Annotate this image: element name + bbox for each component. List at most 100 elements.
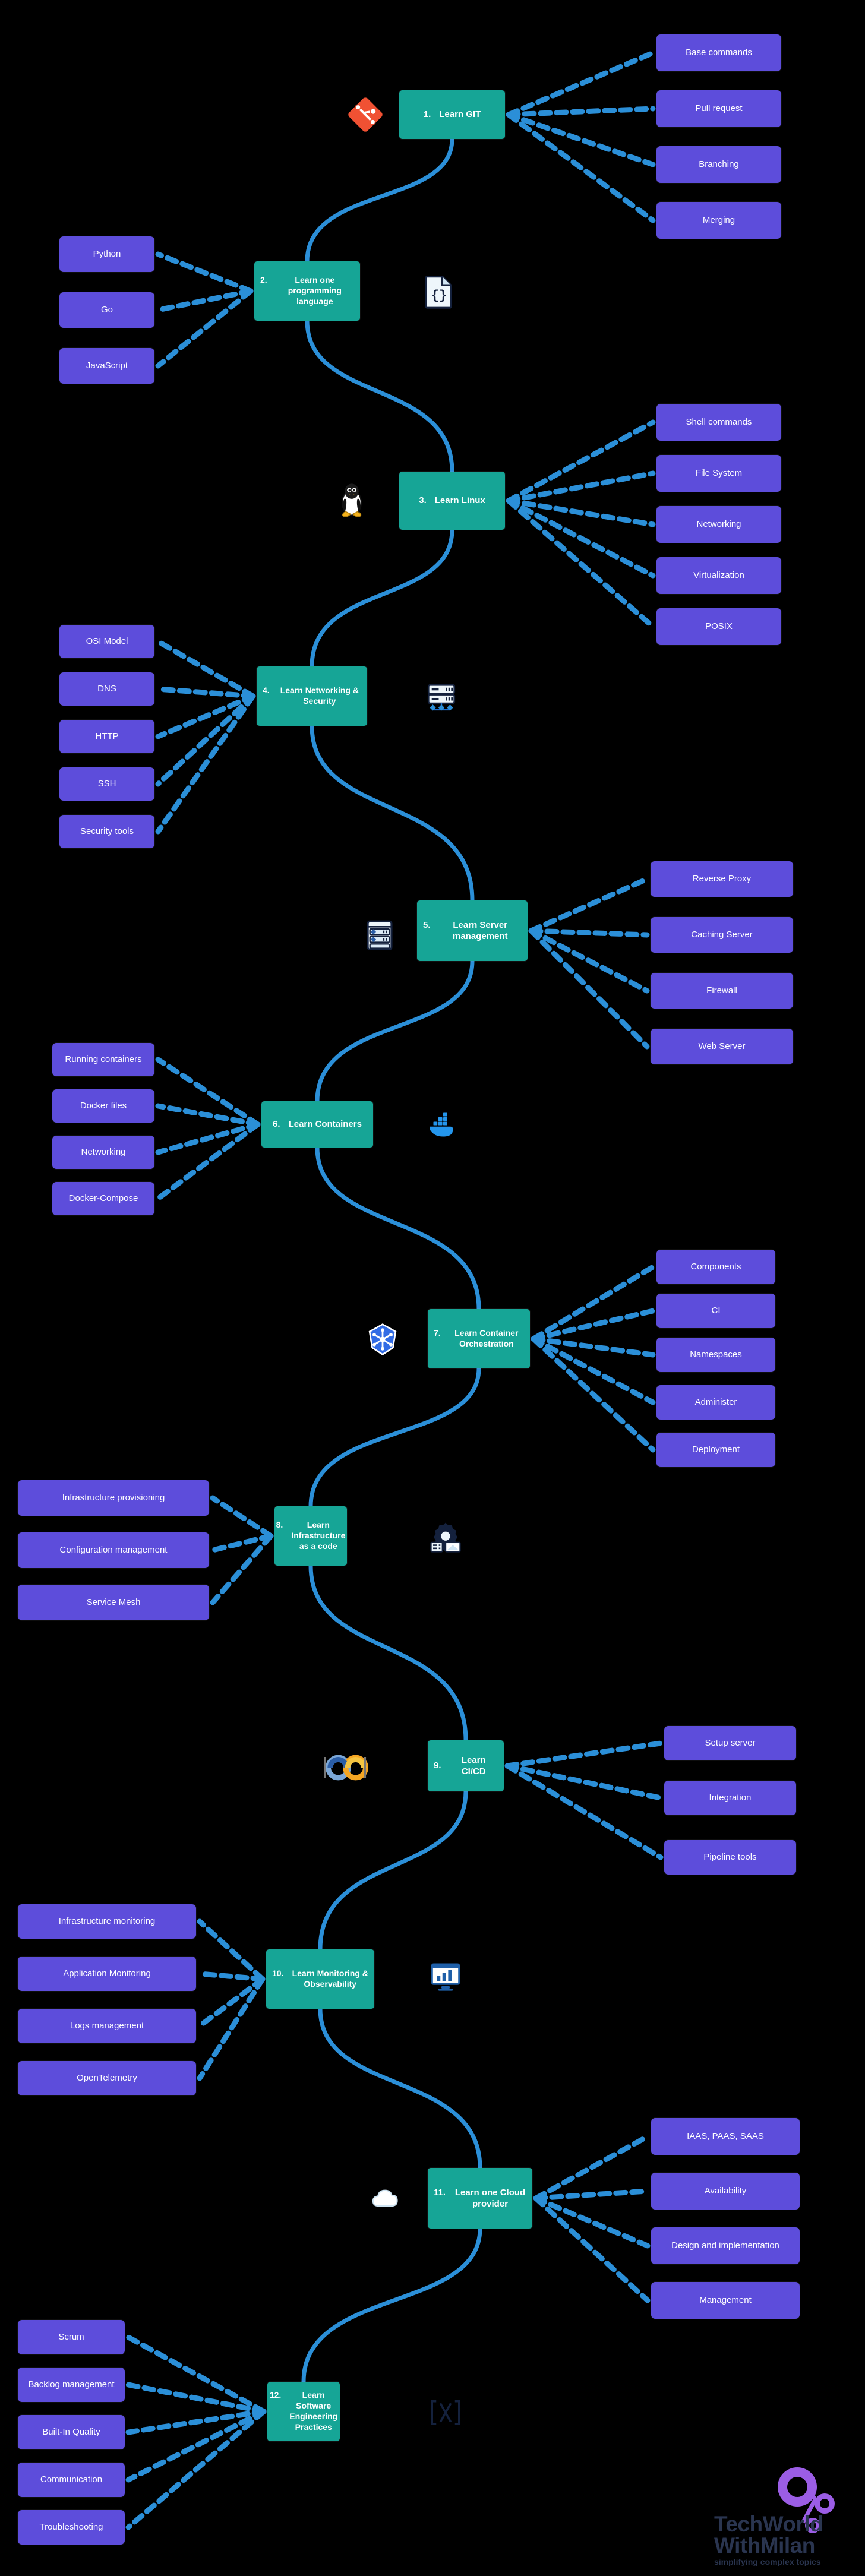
child-node-11-1[interactable]: IAAS, PAAS, SAAS	[651, 2118, 800, 2155]
child-node-11-3[interactable]: Design and implementation	[651, 2227, 800, 2264]
child-node-2-3[interactable]: JavaScript	[59, 348, 154, 384]
child-node-8-2[interactable]: Configuration management	[18, 1532, 209, 1568]
child-node-3-2[interactable]: File System	[656, 455, 781, 492]
child-node-6-2[interactable]: Docker files	[52, 1089, 154, 1123]
child-node-5-1[interactable]: Reverse Proxy	[651, 861, 793, 897]
child-node-2-2[interactable]: Go	[59, 292, 154, 328]
child-node-7-3[interactable]: Namespaces	[656, 1338, 775, 1372]
child-node-3-5[interactable]: POSIX	[656, 608, 781, 645]
child-node-11-2[interactable]: Availability	[651, 2173, 800, 2210]
child-node-12-5[interactable]: Troubleshooting	[18, 2510, 125, 2545]
code-file-icon: {}	[422, 274, 456, 309]
child-node-12-2[interactable]: Backlog management	[18, 2368, 125, 2402]
child-node-6-1[interactable]: Running containers	[52, 1043, 154, 1076]
spine-link-9-10	[318, 1789, 468, 1952]
child-node-9-1[interactable]: Setup server	[664, 1726, 796, 1760]
child-node-9-3[interactable]: Pipeline tools	[664, 1840, 796, 1875]
connector-11-1	[533, 2134, 651, 2201]
child-node-11-4[interactable]: Management	[651, 2282, 800, 2319]
spine-link-4-5	[310, 723, 475, 903]
child-node-10-2[interactable]: Application Monitoring	[18, 1957, 196, 1991]
child-node-5-4[interactable]: Web Server	[651, 1029, 793, 1064]
step-number-12: 12.	[269, 2390, 282, 2400]
step-node-7[interactable]: 7.Learn Container Orchestration	[428, 1309, 530, 1368]
child-node-1-4[interactable]: Merging	[656, 202, 781, 239]
step-node-12[interactable]: 12. Learn Software Engineering Practices	[267, 2382, 340, 2441]
spine-link-6-7	[315, 1145, 481, 1311]
child-node-1-3[interactable]: Branching	[656, 146, 781, 183]
child-label: Setup server	[705, 1738, 756, 1749]
child-label: HTTP	[95, 731, 119, 742]
child-node-10-3[interactable]: Logs management	[18, 2009, 196, 2043]
connector-6-3	[155, 1121, 261, 1155]
connector-7-4	[531, 1336, 656, 1405]
step-node-1[interactable]: 1.Learn GIT	[399, 90, 505, 139]
child-node-1-2[interactable]: Pull request	[656, 90, 781, 127]
child-node-4-5[interactable]: Security tools	[59, 815, 154, 848]
child-node-12-3[interactable]: Built-In Quality	[18, 2415, 125, 2449]
connector-7-1	[531, 1264, 656, 1342]
child-node-10-1[interactable]: Infrastructure monitoring	[18, 1904, 196, 1939]
child-node-6-3[interactable]: Networking	[52, 1136, 154, 1169]
spine-link-5-6	[315, 959, 475, 1104]
child-node-12-4[interactable]: Communication	[18, 2463, 125, 2497]
connector-9-2	[504, 1763, 664, 1801]
child-label: IAAS, PAAS, SAAS	[687, 2131, 764, 2142]
child-node-4-2[interactable]: DNS	[59, 672, 154, 706]
connector-12-3	[125, 2409, 267, 2435]
step-node-6[interactable]: 6.Learn Containers	[261, 1101, 373, 1148]
child-node-7-1[interactable]: Components	[656, 1250, 775, 1284]
connector-1-4	[506, 112, 656, 223]
child-node-2-1[interactable]: Python	[59, 236, 154, 272]
connector-4-1	[155, 639, 256, 699]
svg-text:{}: {}	[431, 289, 447, 304]
child-label: CI	[711, 1306, 721, 1316]
child-node-7-5[interactable]: Deployment	[656, 1433, 775, 1467]
child-label: Infrastructure monitoring	[58, 1916, 156, 1927]
step-number-2: 2.	[260, 275, 267, 285]
step-node-2[interactable]: 2.Learn one programming language	[254, 261, 360, 321]
child-label: OSI Model	[86, 636, 128, 647]
connector-8-2	[210, 1533, 274, 1553]
child-node-3-4[interactable]: Virtualization	[656, 557, 781, 594]
child-node-10-4[interactable]: OpenTelemetry	[18, 2061, 196, 2095]
child-label: Networking	[696, 519, 741, 530]
child-node-8-1[interactable]: Infrastructure provisioning	[18, 1480, 209, 1516]
step-node-9[interactable]: 9.Learn CI/CD	[428, 1740, 504, 1791]
spine-link-2-3	[305, 318, 454, 474]
child-node-3-1[interactable]: Shell commands	[656, 404, 781, 441]
child-node-1-1[interactable]: Base commands	[656, 34, 781, 71]
child-node-5-3[interactable]: Firewall	[651, 973, 793, 1009]
step-number-8: 8.	[276, 1520, 283, 1530]
spine-link-10-11	[318, 2006, 482, 2170]
child-node-6-4[interactable]: Docker-Compose	[52, 1182, 154, 1215]
child-node-8-3[interactable]: Service Mesh	[18, 1585, 209, 1620]
child-label: Management	[699, 2295, 752, 2306]
child-label: Administer	[694, 1397, 737, 1408]
connector-10-1	[197, 1918, 266, 1982]
step-node-5[interactable]: 5.Learn Server management	[417, 900, 528, 961]
child-node-4-1[interactable]: OSI Model	[59, 625, 154, 658]
child-label: Go	[100, 305, 113, 315]
step-node-4[interactable]: 4.Learn Networking & Security	[257, 666, 367, 726]
child-node-12-1[interactable]: Scrum	[18, 2320, 125, 2354]
connector-3-5	[506, 498, 656, 630]
connector-11-3	[533, 2195, 651, 2249]
step-node-8[interactable]: 8.Learn Infrastructure as a code	[274, 1506, 347, 1566]
child-node-4-4[interactable]: SSH	[59, 767, 154, 801]
child-node-4-3[interactable]: HTTP	[59, 720, 154, 753]
child-node-3-3[interactable]: Networking	[656, 506, 781, 543]
child-node-9-2[interactable]: Integration	[664, 1781, 796, 1815]
child-node-7-4[interactable]: Administer	[656, 1385, 775, 1420]
child-node-5-2[interactable]: Caching Server	[651, 917, 793, 953]
connector-6-2	[155, 1103, 261, 1127]
connector-7-3	[531, 1336, 656, 1358]
connector-10-3	[197, 1976, 266, 2029]
connector-9-3	[504, 1763, 664, 1860]
step-node-11[interactable]: 11.Learn one Cloud provider	[428, 2168, 532, 2229]
step-node-3[interactable]: 3.Learn Linux	[399, 472, 505, 530]
child-node-7-2[interactable]: CI	[656, 1294, 775, 1328]
child-label: Branching	[699, 159, 739, 170]
step-node-10[interactable]: 10.Learn Monitoring & Observability	[266, 1949, 374, 2009]
step-label-12: Learn Software Engineering Practices	[289, 2390, 338, 2432]
